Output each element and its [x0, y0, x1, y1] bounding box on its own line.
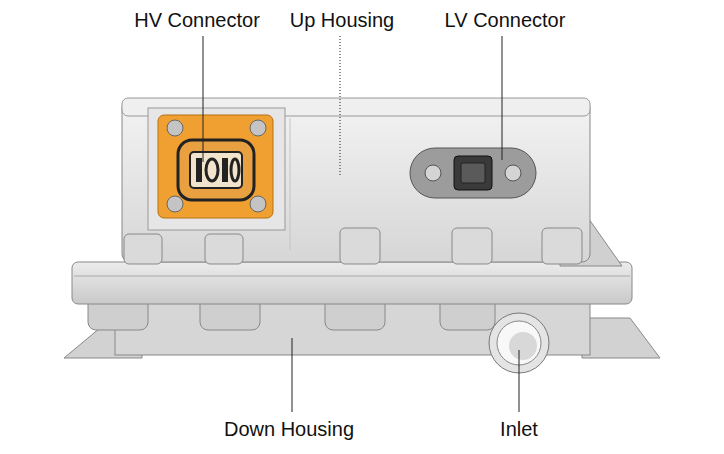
- part-label: Inlet: [500, 417, 538, 441]
- connector-body: [454, 156, 492, 190]
- leader-line: [519, 350, 520, 412]
- mount-hole: [505, 165, 521, 181]
- bolt-boss: [205, 234, 243, 264]
- down-housing: [64, 262, 660, 358]
- bolt-boss: [124, 234, 162, 264]
- leader-lines: [203, 36, 519, 412]
- up-housing: [122, 98, 622, 266]
- part-label: LV Connector: [445, 8, 566, 32]
- pin: [206, 159, 218, 181]
- lv-connector: [410, 148, 536, 198]
- leader-line: [292, 338, 293, 412]
- flange-edge: [74, 276, 630, 277]
- part-label: HV Connector: [134, 8, 260, 32]
- connector-shell: [178, 140, 254, 200]
- mount-hole: [425, 165, 441, 181]
- connector-face: [190, 152, 242, 188]
- connector-plate: [148, 108, 285, 230]
- bolt-bosses: [124, 228, 582, 264]
- pin: [222, 158, 228, 182]
- part-label: Down Housing: [224, 417, 354, 441]
- connector-flange: [410, 148, 536, 198]
- leader-line: [502, 36, 503, 160]
- screw: [250, 196, 266, 212]
- leader-line: [203, 36, 204, 162]
- mounting-foot: [582, 318, 660, 358]
- pin: [231, 159, 239, 181]
- bolt-boss: [340, 228, 380, 264]
- leader-line: [340, 36, 341, 176]
- hv-connector: [148, 108, 285, 230]
- connector-flange: [158, 115, 273, 218]
- inlet-bore: [509, 332, 537, 360]
- panel-edge: [290, 118, 291, 250]
- flange: [72, 262, 632, 304]
- pin: [196, 158, 202, 182]
- bolt-boss: [542, 228, 582, 264]
- bolt-boss: [452, 228, 492, 264]
- part-label: Up Housing: [290, 8, 395, 32]
- screw: [167, 196, 183, 212]
- screw: [250, 120, 266, 136]
- screw: [167, 120, 183, 136]
- connector-pins: [461, 163, 485, 183]
